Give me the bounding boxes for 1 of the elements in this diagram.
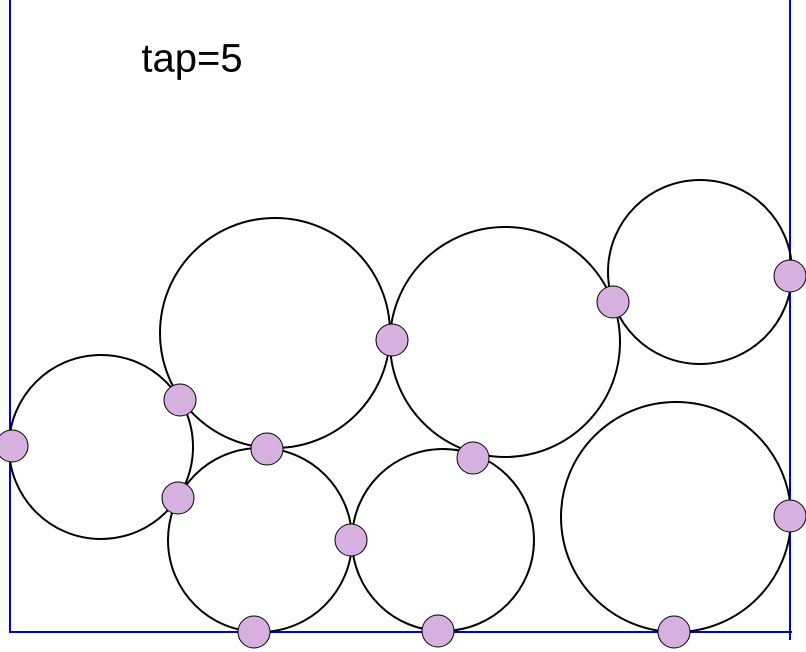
tap-count-label: tap=5 (142, 44, 241, 80)
